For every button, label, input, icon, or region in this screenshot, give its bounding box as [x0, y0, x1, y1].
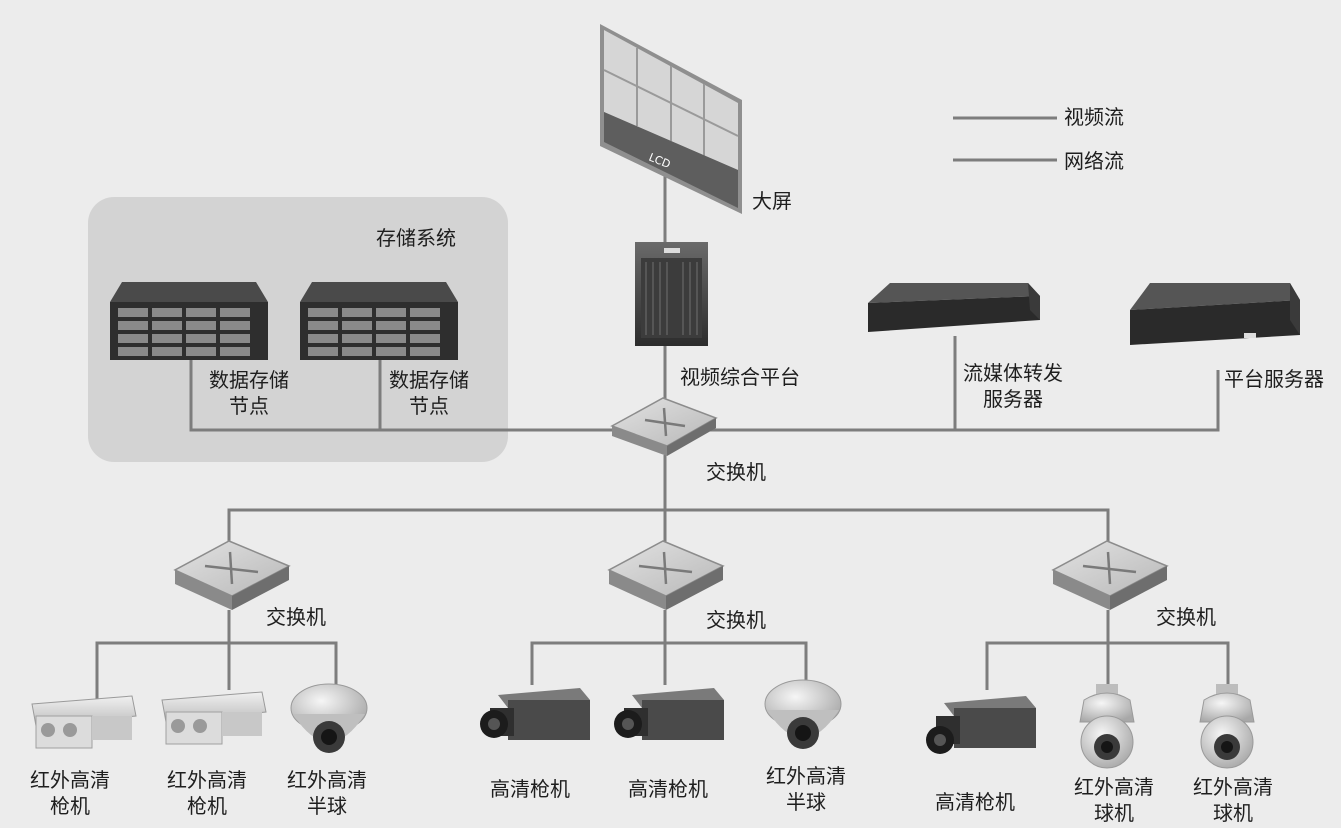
camera-label: 高清枪机	[935, 790, 1015, 814]
camera-label: 红外高清 球机	[1074, 775, 1154, 825]
camera-label: 红外高清 枪机	[167, 768, 247, 818]
stream-server-device	[868, 283, 1040, 332]
lcd-video-wall: LCD	[600, 24, 742, 214]
camera-label: 红外高清 枪机	[30, 768, 110, 818]
ir-ptz-dome-camera-icon	[1079, 684, 1135, 769]
platform-server-label: 平台服务器	[1224, 367, 1324, 391]
core-switch-device	[610, 397, 718, 456]
camera-label: 红外高清 球机	[1193, 775, 1273, 825]
video-platform-device	[635, 242, 708, 346]
ir-bullet-camera-icon	[31, 695, 137, 749]
storage-node-label: 数据存储 节点	[389, 368, 469, 418]
branch-switch-device	[1051, 540, 1169, 610]
hd-box-camera-icon	[480, 688, 590, 740]
legend-video-stream-label: 视频流	[1064, 105, 1124, 129]
ir-ptz-dome-camera-icon	[1199, 684, 1255, 769]
ir-bullet-camera-icon	[161, 691, 267, 745]
ir-dome-camera-icon	[290, 683, 368, 753]
core-switch-label: 交换机	[706, 460, 766, 484]
branch-switch-label: 交换机	[1156, 605, 1216, 629]
camera-label: 高清枪机	[628, 777, 708, 801]
legend-network-stream-label: 网络流	[1064, 149, 1124, 173]
platform-server-device	[1130, 283, 1300, 345]
ir-dome-camera-icon	[764, 679, 842, 749]
branch-switch-label: 交换机	[706, 608, 766, 632]
branch-switch-device	[607, 540, 725, 610]
video-platform-label: 视频综合平台	[680, 365, 800, 389]
branch-switch-label: 交换机	[266, 605, 326, 629]
camera-label: 高清枪机	[490, 777, 570, 801]
storage-node-server	[110, 282, 268, 360]
display-label: 大屏	[752, 189, 792, 213]
stream-server-label: 流媒体转发 服务器	[963, 361, 1063, 411]
storage-system-title: 存储系统	[376, 226, 456, 250]
hd-box-camera-icon	[614, 688, 724, 740]
storage-node-label: 数据存储 节点	[209, 368, 289, 418]
hd-box-camera-icon	[926, 696, 1036, 754]
storage-system-panel	[88, 197, 508, 462]
storage-node-server	[300, 282, 458, 360]
branch-switch-device	[173, 540, 291, 610]
camera-label: 红外高清 半球	[287, 768, 367, 818]
camera-label: 红外高清 半球	[766, 764, 846, 814]
